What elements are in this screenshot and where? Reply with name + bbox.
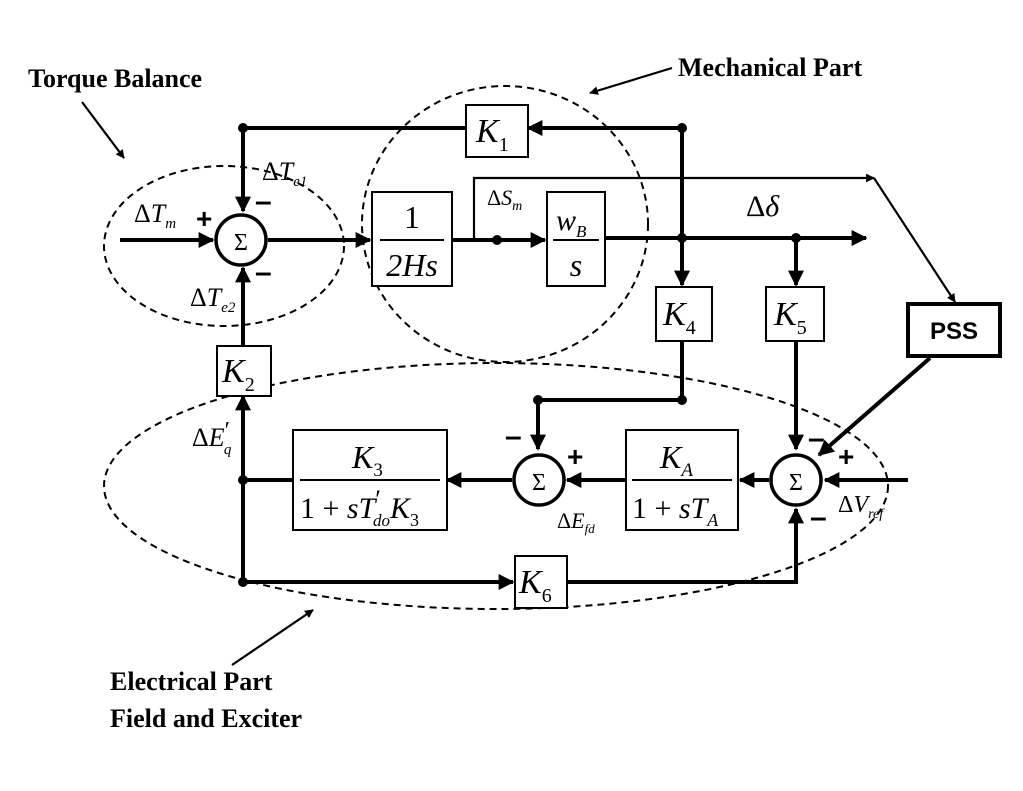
junction-dot xyxy=(238,123,248,133)
junction-dot xyxy=(238,577,248,587)
junction-dot xyxy=(677,395,687,405)
k6-output-wire xyxy=(566,507,804,584)
inertia-block: 1 2Hs xyxy=(371,191,453,287)
svg-text:1 + sTA: 1 + sTA xyxy=(632,492,719,530)
electrical-part-label: Electrical Part xyxy=(110,667,273,696)
svg-text:1 + sT′doK3: 1 + sT′doK3 xyxy=(300,485,419,530)
plus-sign: + xyxy=(567,441,583,472)
minus-sign: – xyxy=(808,422,825,455)
exciter-block: KA 1 + sTA xyxy=(625,429,739,531)
junction-dot xyxy=(238,475,248,485)
speed-to-pss-wire xyxy=(472,173,875,240)
junction-dot xyxy=(677,123,687,133)
plus-sign: + xyxy=(838,441,854,472)
torque-summer: Σ xyxy=(214,213,268,267)
junction-dot xyxy=(492,235,502,245)
junction-dot xyxy=(791,233,801,243)
plus-sign: + xyxy=(196,203,212,234)
torque-balance-label: Torque Balance xyxy=(28,64,202,93)
k4-output-wire xyxy=(530,342,684,451)
svg-text:Σ: Σ xyxy=(789,470,803,496)
minus-sign: – xyxy=(810,501,827,534)
voltage-summer: Σ xyxy=(769,453,823,507)
field-exciter-label: Field and Exciter xyxy=(110,704,302,733)
electrical-part-pointer xyxy=(231,609,314,666)
svg-text:K6: K6 xyxy=(518,564,552,607)
speed-block: wB s xyxy=(546,191,606,287)
svg-text:K2: K2 xyxy=(221,353,255,396)
electrical-part-region xyxy=(103,362,889,610)
mechanical-part-region xyxy=(361,85,649,363)
svg-text:K4: K4 xyxy=(662,296,696,339)
svg-text:Σ: Σ xyxy=(234,230,248,256)
pss-block: PSS xyxy=(906,302,1002,358)
minus-sign: – xyxy=(255,256,272,289)
torque-balance-pointer xyxy=(81,101,125,159)
svg-text:PSS: PSS xyxy=(930,318,978,345)
svg-text:1: 1 xyxy=(404,199,420,235)
svg-text:Σ: Σ xyxy=(532,470,546,496)
mechanical-part-label: Mechanical Part xyxy=(678,53,862,82)
svg-text:K5: K5 xyxy=(773,296,807,339)
tm-label: ΔTm xyxy=(134,199,176,232)
torque-balance-region xyxy=(103,165,345,327)
minus-sign: – xyxy=(255,185,272,218)
svg-text:2Hs: 2Hs xyxy=(386,247,438,283)
minus-sign: – xyxy=(505,420,522,453)
pss-feed-wire xyxy=(873,177,956,303)
k4-block: K4 xyxy=(655,286,713,342)
k6-block: K6 xyxy=(514,555,568,609)
k5-block: K5 xyxy=(765,286,825,342)
svg-text:K3: K3 xyxy=(351,439,383,481)
sm-label: ΔSm xyxy=(487,185,522,214)
svg-text:s: s xyxy=(570,247,582,283)
svg-text:K1: K1 xyxy=(475,113,509,156)
svg-text:wB: wB xyxy=(556,204,587,241)
junction-dot xyxy=(533,395,543,405)
field-block: K3 1 + sT′doK3 xyxy=(292,429,448,531)
vref-label: ΔVref xyxy=(838,492,885,522)
delta-angle-label: Δδ xyxy=(746,190,780,223)
k1-block: K1 xyxy=(465,104,529,158)
junction-dot xyxy=(677,233,687,243)
pss-output-wire xyxy=(817,356,932,457)
te1-label: ΔTe1 xyxy=(262,157,307,190)
efd-label: ΔEfd xyxy=(557,508,595,536)
k2-block: K2 xyxy=(216,345,272,397)
mechanical-part-pointer xyxy=(589,66,673,95)
field-summer: Σ xyxy=(512,453,566,507)
eq-label: ΔE′q xyxy=(192,418,232,458)
svg-text:KA: KA xyxy=(659,439,693,481)
te2-label: ΔTe2 xyxy=(190,283,236,316)
